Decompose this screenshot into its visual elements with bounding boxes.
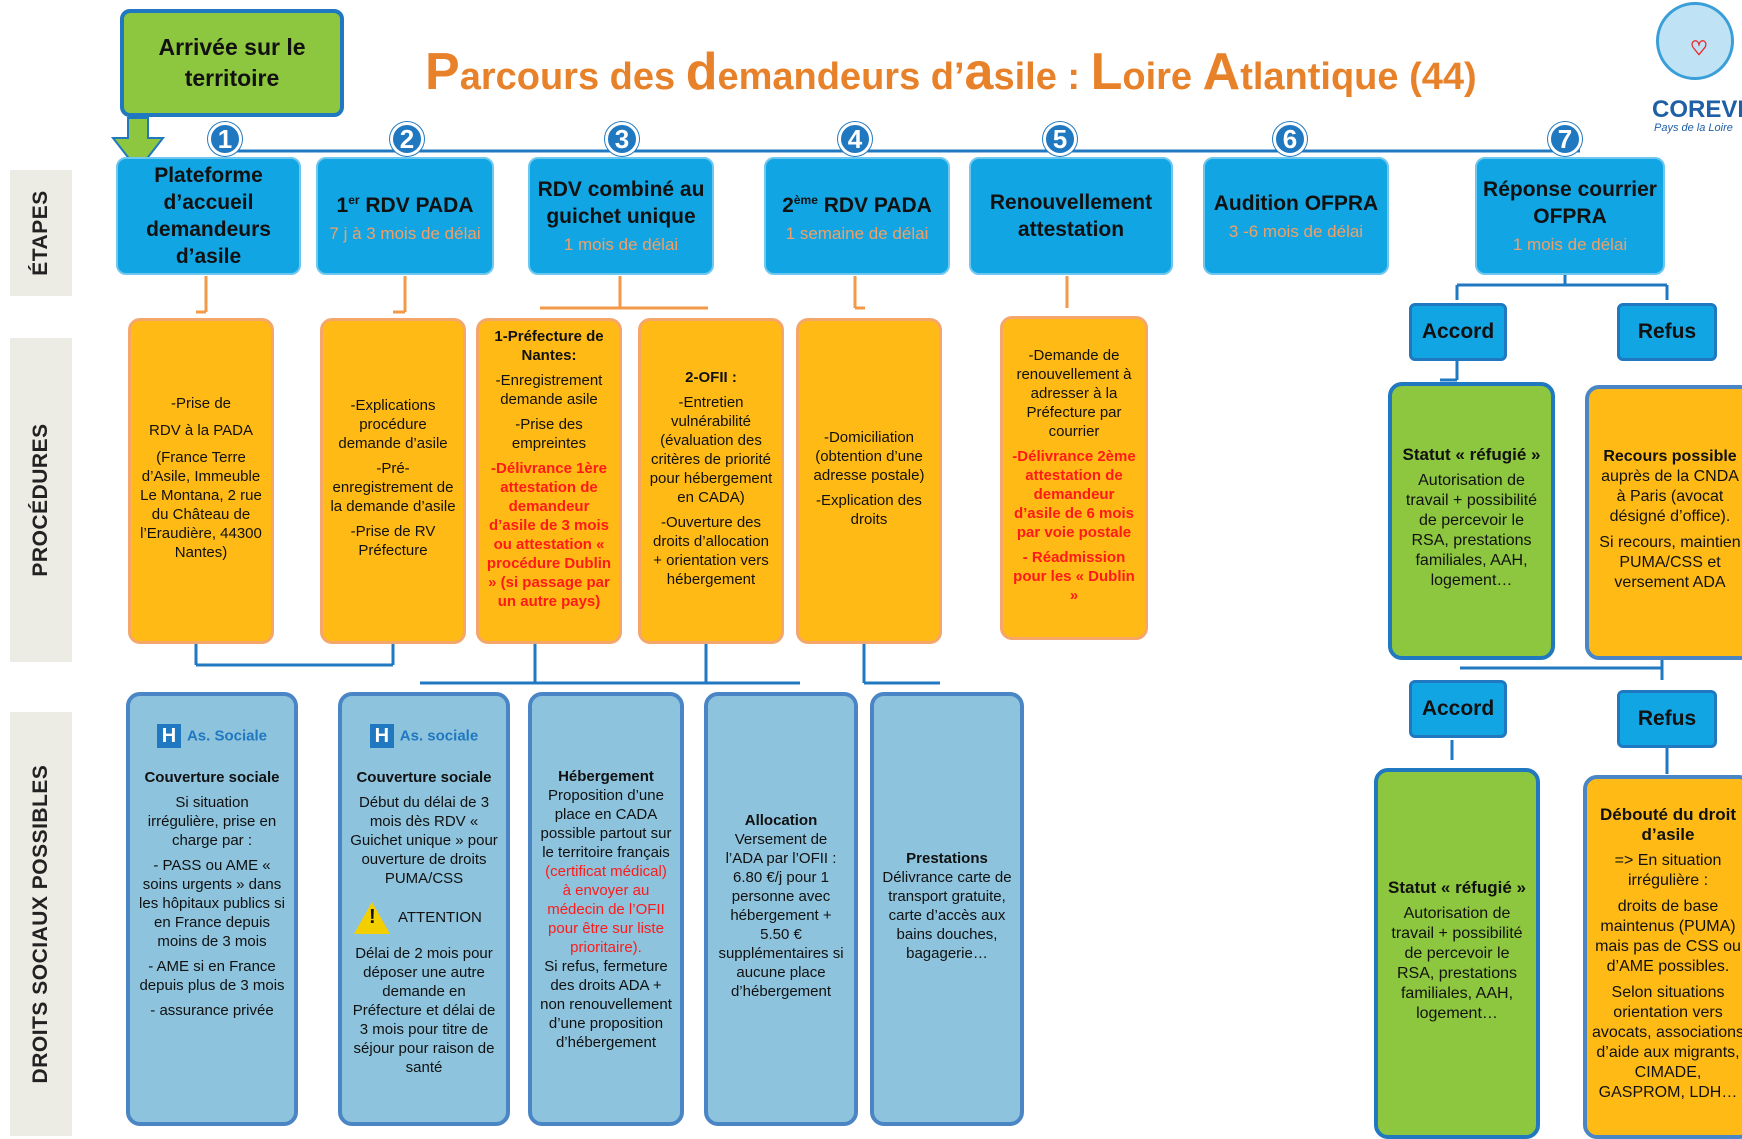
proc-explications: -Explications procédure demande d’asile-… [320,318,466,644]
step-renouvellement: Renouvellement attestation [969,157,1173,275]
proc-prefecture: 1-Préfecture de Nantes:-Enregistrement d… [476,318,622,644]
row-label-droits: DROITS SOCIAUX POSSIBLES [10,712,72,1136]
step-number-5: 5 [1043,122,1077,156]
droit-prestations: Prestations Délivrance carte de transpor… [870,692,1024,1126]
step-number-7: 7 [1548,122,1582,156]
arrivee-box: Arrivée sur le territoire [120,9,344,117]
page-title: Parcours des demandeurs d’asile : Loire … [425,43,1477,101]
step-plateforme: Plateforme d’accueil demandeurs d’asile [116,157,301,275]
refus-box-2: Refus [1617,690,1717,748]
accord-box-2: Accord [1409,680,1507,738]
statut-refugie-2: Statut « réfugié »Autorisation de travai… [1374,768,1540,1139]
step-number-3: 3 [605,122,639,156]
proc-domiciliation: -Domiciliation (obtention d’une adresse … [796,318,942,644]
refus-box-1: Refus [1617,303,1717,361]
hospital-icon: H [369,724,394,748]
proc-ofii: 2-OFII :-Entretien vulnérabilité (évalua… [638,318,784,644]
row-label-procedures: PROCÉDURES [10,338,72,662]
step-number-6: 6 [1273,122,1307,156]
row-label-etapes: ÉTAPES [10,170,72,296]
step-number-2: 2 [390,122,424,156]
step-number-4: 4 [838,122,872,156]
deboute-box: Débouté du droit d’asile=> En situation … [1583,775,1742,1139]
corevih-logo: ♡ COREVIH Pays de la Loire [1652,2,1742,134]
accord-box-1: Accord [1409,303,1507,361]
ribbon-icon: ♡ [1690,38,1708,60]
hospital-icon: H [156,724,181,748]
droit-hebergement: Hébergement Proposition d’une place en C… [528,692,684,1126]
step-number-1: 1 [208,122,242,156]
statut-refugie-1: Statut « réfugié »Autorisation de travai… [1388,382,1555,660]
droit-allocation: Allocation Versement de l’ADA par l’OFII… [704,692,858,1126]
warning-icon: ! [354,902,390,934]
proc-renouvellement: -Demande de renouvellement à adresser à … [1000,316,1148,640]
recours-box: Recours possible auprès de la CNDA à Par… [1585,385,1742,660]
